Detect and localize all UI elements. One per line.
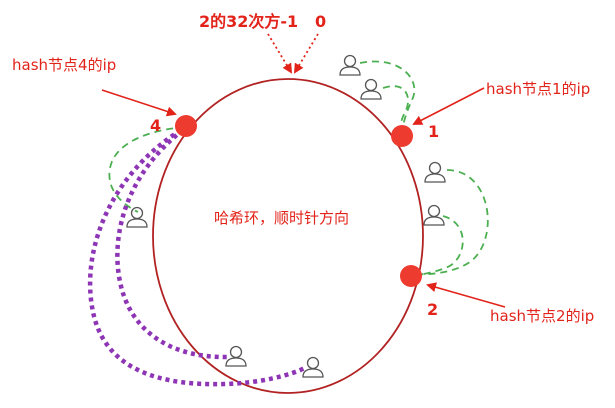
node1-pointer-arrow — [412, 87, 485, 125]
user-icon — [423, 204, 445, 226]
node4-ip-label: hash节点4的ip — [12, 56, 116, 74]
node4-number: 4 — [150, 116, 161, 135]
user-icon — [424, 161, 446, 183]
node4-pointer-arrow — [101, 89, 177, 117]
node2-number: 2 — [427, 300, 438, 319]
hash-ring — [152, 78, 424, 394]
hash-node-4 — [175, 115, 197, 137]
node1-ip-label: hash节点1的ip — [486, 80, 590, 98]
user-icon — [225, 345, 247, 367]
purple-link-user-bottom1-node4 — [115, 128, 229, 360]
node2-pointer-arrow — [426, 282, 506, 308]
ring-center-label: 哈希环，顺时针方向 — [214, 209, 349, 227]
user-icon — [126, 206, 148, 228]
user-icon — [360, 78, 382, 100]
node1-number: 1 — [428, 122, 439, 141]
max-value-arrow — [267, 33, 293, 74]
hash-node-2 — [400, 265, 422, 287]
green-link-user-left-node4 — [108, 126, 186, 213]
green-link-user-right3-node2 — [417, 169, 489, 276]
hash-node-1 — [391, 125, 413, 147]
node2-ip-label: hash节点2的ip — [490, 307, 594, 325]
zero-label: 0 — [315, 12, 326, 31]
green-link-user-right1-node1 — [359, 60, 416, 133]
user-icon — [302, 356, 324, 378]
max-value-label: 2的32次方-1 — [199, 12, 298, 31]
purple-link-user-bottom2-node4 — [87, 128, 306, 387]
zero-arrow — [293, 33, 319, 74]
user-icon — [339, 54, 361, 76]
purple-links — [87, 128, 306, 387]
green-link-user-right4-node2 — [417, 215, 464, 276]
